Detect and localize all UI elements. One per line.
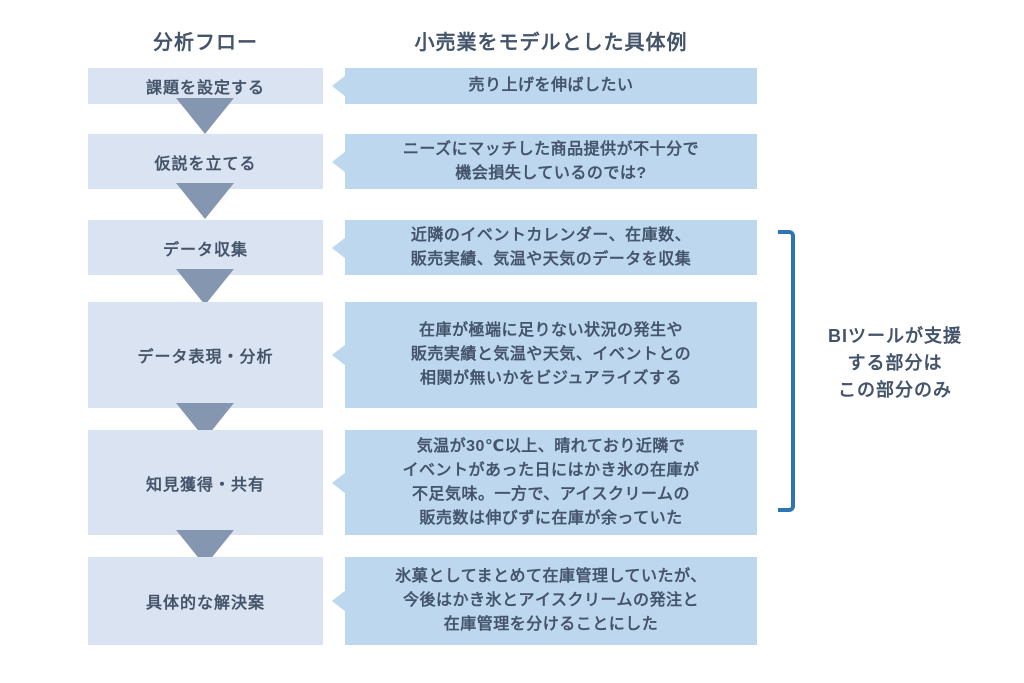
- left-pointer-icon: [332, 150, 346, 173]
- example-text: 気温が30℃以上、晴れており近隣で イベントがあった日にはかき氷の在庫が 不足気…: [402, 437, 700, 527]
- step-box-hypothesis: 仮説を立てる: [88, 134, 323, 189]
- example-text: ニーズにマッチした商品提供が不十分で 機会損失しているのでは?: [402, 140, 700, 182]
- example-box-set-issue: 売り上げを伸ばしたい: [332, 68, 757, 104]
- example-text: 売り上げを伸ばしたい: [468, 77, 634, 94]
- example-text: 在庫が極端に足りない状況の発生や 販売実績と気温や天気、イベントとの 相関が無い…: [410, 322, 692, 387]
- left-pointer-icon: [332, 471, 346, 494]
- example-text: 氷菓としてまとめて在庫管理していたが、 今後はかき氷とアイスクリームの発注と 在…: [395, 568, 707, 633]
- left-pointer-icon: [332, 75, 346, 97]
- example-text: 近隣のイベントカレンダー、在庫数、 販売実績、気温や天気のデータを収集: [410, 226, 692, 268]
- left-pointer-icon: [332, 590, 346, 612]
- step-box-data-collection: データ収集: [88, 220, 323, 275]
- example-box-data-collection: 近隣のイベントカレンダー、在庫数、 販売実績、気温や天気のデータを収集: [332, 220, 757, 275]
- example-box-solution: 氷菓としてまとめて在庫管理していたが、 今後はかき氷とアイスクリームの発注と 在…: [332, 557, 757, 645]
- step-box-solution: 具体的な解決案: [88, 557, 323, 645]
- column-header-example: 小売業をモデルとした具体例: [414, 32, 688, 54]
- example-box-hypothesis: ニーズにマッチした商品提供が不十分で 機会損失しているのでは?: [332, 134, 757, 189]
- bracket-icon: [778, 230, 795, 512]
- left-pointer-icon: [332, 236, 346, 259]
- example-box-data-analysis: 在庫が極端に足りない状況の発生や 販売実績と気温や天気、イベントとの 相関が無い…: [332, 302, 757, 408]
- down-arrow-icon: [176, 98, 234, 134]
- example-box-insight-sharing: 気温が30℃以上、晴れており近隣で イベントがあった日にはかき氷の在庫が 不足気…: [332, 430, 757, 535]
- step-box-data-analysis: データ表現・分析: [88, 302, 323, 408]
- left-pointer-icon: [332, 344, 346, 366]
- down-arrow-icon: [176, 269, 234, 305]
- bi-tool-note: BIツールが支援 する部分は この部分のみ: [828, 326, 962, 400]
- column-header-flow: 分析フロー: [153, 32, 258, 54]
- down-arrow-icon: [176, 183, 234, 219]
- step-box-insight-sharing: 知見獲得・共有: [88, 430, 323, 535]
